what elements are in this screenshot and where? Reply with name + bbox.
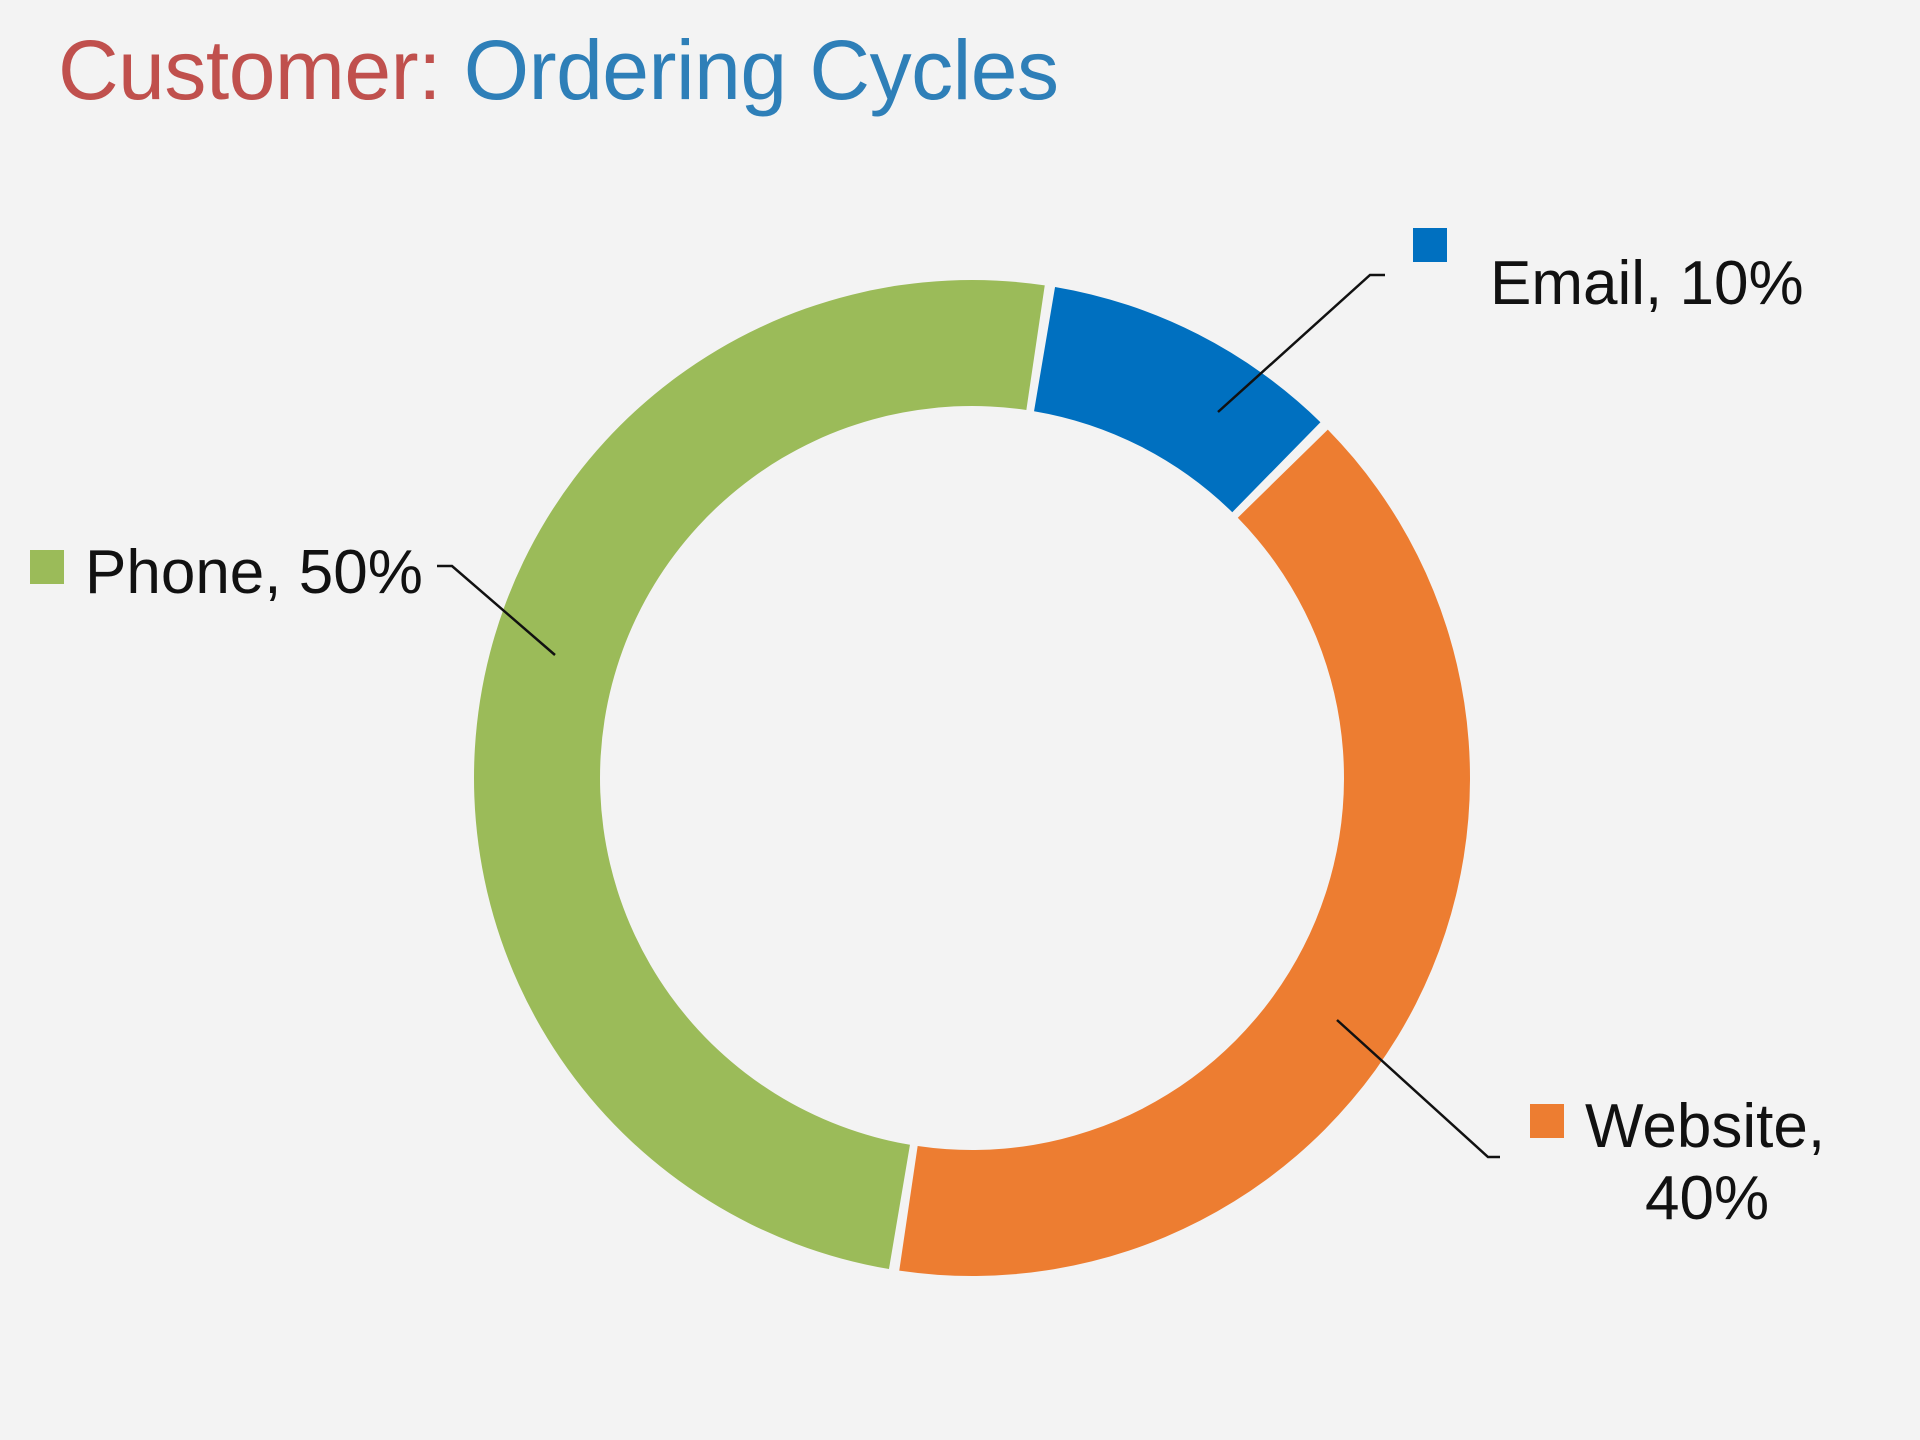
data-label-phone: Phone, 50%	[85, 538, 423, 607]
data-label-website-line-1: Website,	[1585, 1092, 1825, 1161]
donut-slices	[474, 279, 1470, 1276]
leader-lines	[437, 273, 1500, 1159]
title-prefix: Customer:	[58, 23, 441, 117]
data-labels: Email, 10% Website,40% Phone, 50%	[30, 228, 1825, 1233]
data-label-email-line-1: Email, 10%	[1490, 249, 1804, 318]
label-marker-phone	[30, 550, 64, 584]
label-marker-email	[1413, 228, 1447, 262]
leader-line-phone	[437, 564, 556, 656]
slice-website	[899, 429, 1470, 1276]
data-label-phone-line-1: Phone, 50%	[85, 538, 423, 607]
leader-line-website	[1336, 1019, 1500, 1159]
chart-title: Customer: Ordering Cycles	[58, 20, 1059, 120]
data-label-email: Email, 10%	[1490, 249, 1804, 318]
data-label-website-line-2: 40%	[1645, 1164, 1769, 1233]
slice-email	[1034, 286, 1321, 513]
leader-line-email	[1217, 273, 1385, 413]
label-marker-website	[1530, 1104, 1564, 1138]
title-main: Ordering Cycles	[463, 23, 1059, 117]
data-label-website: Website,40%	[1585, 1092, 1825, 1233]
slice-phone	[474, 279, 1045, 1270]
